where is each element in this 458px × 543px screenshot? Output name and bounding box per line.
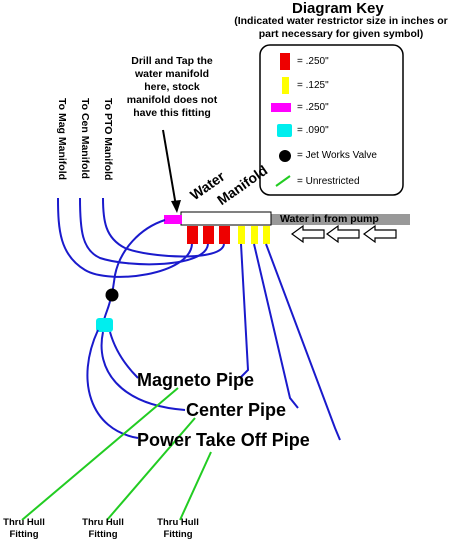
line-cyan-to-center	[100, 331, 186, 411]
line-yellow-to-pto	[265, 243, 341, 441]
key-yellow-swatch	[282, 77, 289, 94]
magneto-pipe-label: Magneto Pipe	[137, 370, 255, 390]
red-restrictor-3	[219, 226, 230, 244]
key-magenta-swatch	[271, 103, 291, 112]
key-item-red: = .250"	[297, 56, 329, 67]
green-line-fitting-1	[21, 387, 179, 521]
line-to-cen-manifold	[79, 197, 209, 266]
key-box	[259, 44, 404, 196]
cyan-restrictor	[96, 318, 113, 332]
line-yellow-to-center	[253, 243, 299, 409]
flow-arrow-2	[325, 224, 360, 244]
flow-arrow-3	[362, 224, 397, 244]
label-to-mag-manifold: To Mag Manifold	[56, 98, 68, 181]
yellow-restrictor-2	[251, 226, 258, 244]
line-to-mag-manifold	[57, 197, 193, 278]
key-cyan-swatch	[277, 124, 292, 137]
key-green-line	[275, 175, 291, 187]
key-title: Diagram Key	[292, 0, 384, 17]
red-restrictor-2	[203, 226, 214, 244]
label-to-pto-manifold: To PTO Manifold	[102, 98, 114, 181]
pump-label: Water in from pump	[280, 213, 379, 225]
center-pipe-label: Center Pipe	[186, 400, 287, 420]
jet-works-valve	[105, 288, 119, 302]
line-to-pto-manifold	[102, 197, 225, 258]
key-subtitle: (Indicated water restrictor size in inch…	[234, 15, 448, 40]
line-magenta-to-valve	[111, 219, 166, 296]
green-line-fitting-2	[106, 417, 196, 521]
key-item-cyan: = .090"	[297, 125, 329, 136]
line-yellow-to-magneto	[239, 243, 250, 379]
red-restrictor-1	[187, 226, 198, 244]
thru-hull-fitting-3: Thru Hull Fitting	[157, 517, 199, 540]
magenta-fitting	[164, 215, 182, 224]
thru-hull-fitting-1: Thru Hull Fitting	[3, 517, 45, 540]
yellow-restrictor-1	[238, 226, 245, 244]
pump-inlet-bar	[268, 214, 410, 225]
drill-arrow-line	[162, 129, 177, 207]
green-line-fitting-3	[179, 451, 212, 521]
water-manifold	[180, 211, 272, 226]
drill-arrow-head	[171, 200, 181, 213]
drill-note: Drill and Tap the water manifold here, s…	[126, 55, 218, 119]
flow-arrow-1	[290, 224, 325, 244]
key-item-valve: = Jet Works Valve	[297, 150, 377, 161]
thru-hull-fitting-2: Thru Hull Fitting	[82, 517, 124, 540]
line-cyan-to-pto	[86, 329, 139, 439]
key-item-magenta: = .250"	[297, 102, 329, 113]
yellow-restrictor-3	[263, 226, 270, 244]
label-to-cen-manifold: To Cen Manifold	[79, 98, 91, 179]
pto-pipe-label: Power Take Off Pipe	[137, 430, 310, 450]
key-black-dot	[279, 150, 291, 162]
key-item-yellow: = .125"	[297, 80, 329, 91]
key-item-unrestricted: = Unrestricted	[297, 176, 360, 187]
line-cyan-to-magneto	[109, 331, 139, 379]
key-red-swatch	[280, 53, 290, 70]
